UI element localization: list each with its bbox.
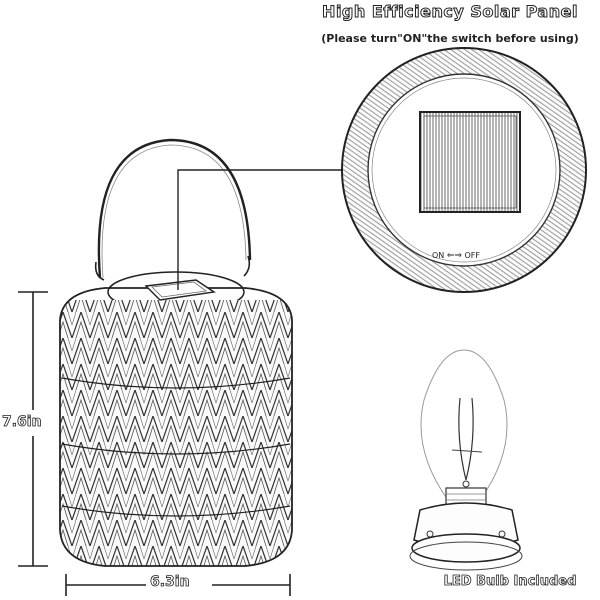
usage-instruction: (Please turn"ON"the switch before using) (321, 32, 579, 45)
page-title: High Efficiency Solar Panel (322, 2, 578, 22)
dimension-arrow (18, 291, 48, 567)
switch-off-label: OFF (464, 251, 480, 260)
switch-arrows: ⇐⇒ (446, 251, 462, 261)
switch-indicator: ON ⇐⇒ OFF (432, 251, 480, 261)
switch-on-label: ON (432, 251, 445, 260)
width-dimension-label: 6.3in (150, 574, 190, 591)
led-bulb-caption: LED Bulb Included (443, 574, 577, 590)
dimension-arrow (65, 574, 291, 596)
leader-line (177, 169, 348, 290)
lantern-handle (94, 138, 252, 281)
solar-panel-closeup (341, 47, 587, 293)
led-bulb-illustration (409, 349, 523, 571)
height-dimension-label: 7.6in (2, 414, 42, 431)
lantern-illustration (59, 271, 293, 567)
